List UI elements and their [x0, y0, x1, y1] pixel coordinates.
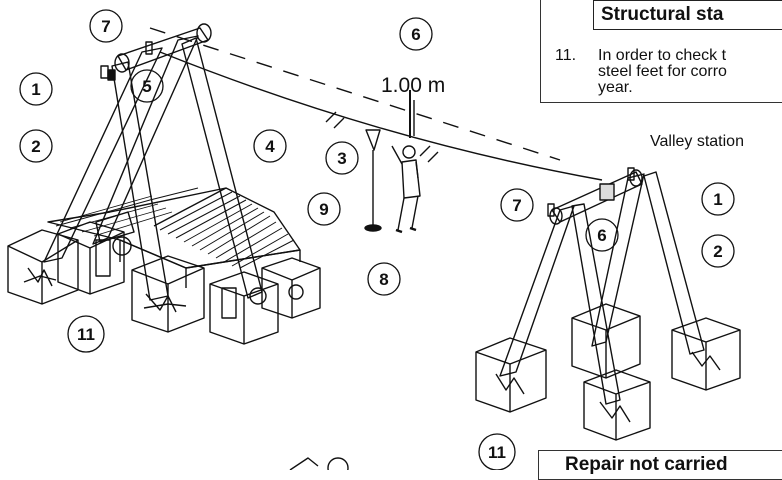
- right-foundations: [475, 303, 741, 441]
- callout-4: 4: [265, 137, 275, 156]
- left-a-frame: [43, 23, 263, 301]
- start-platform: [47, 187, 304, 319]
- callout-11-left: 11: [77, 325, 95, 344]
- note-line-3: year.: [598, 79, 633, 96]
- callout-3: 3: [337, 149, 346, 168]
- zipline-diagram: 7 6 1 5 2 4 3 9 8 11 7 6 1 2 11 1.00 m V…: [7, 9, 744, 470]
- note-line-2: steel feet for corro: [598, 63, 727, 80]
- right-a-frame: [499, 167, 705, 405]
- callout-9: 9: [319, 200, 328, 219]
- left-foundations: [7, 221, 321, 345]
- callout-7-left: 7: [101, 17, 110, 36]
- callout-7-right: 7: [512, 196, 521, 215]
- dimension-line: [149, 27, 561, 161]
- distance-label: 1.00 m: [381, 74, 445, 97]
- callout-2-left: 2: [31, 137, 40, 156]
- callout-1-left: 1: [31, 80, 40, 99]
- partial-sketch: [289, 457, 319, 470]
- zipline-cable: [159, 51, 603, 181]
- callout-6-top: 6: [411, 25, 420, 44]
- rider-figure: [391, 90, 421, 234]
- note-number: 11.: [555, 47, 577, 64]
- repair-box-title: Repair not carried: [538, 450, 782, 480]
- callout-1-right: 1: [713, 190, 722, 209]
- callout-11-right: 11: [488, 443, 506, 462]
- partial-callout: [327, 457, 349, 470]
- note-line-1: In order to check t: [598, 47, 727, 64]
- callout-2-right: 2: [713, 242, 722, 261]
- stop-pole: [364, 129, 382, 232]
- callout-6-right: 6: [597, 226, 606, 245]
- callout-5: 5: [142, 77, 151, 96]
- callout-numbers: 7 6 1 5 2 4 3 9 8 11 7 6 1 2 11: [31, 17, 722, 462]
- callout-8: 8: [379, 270, 388, 289]
- callout-circles: [19, 9, 735, 470]
- structural-title: Structural sta: [593, 0, 782, 30]
- valley-station-label: Valley station: [650, 133, 744, 150]
